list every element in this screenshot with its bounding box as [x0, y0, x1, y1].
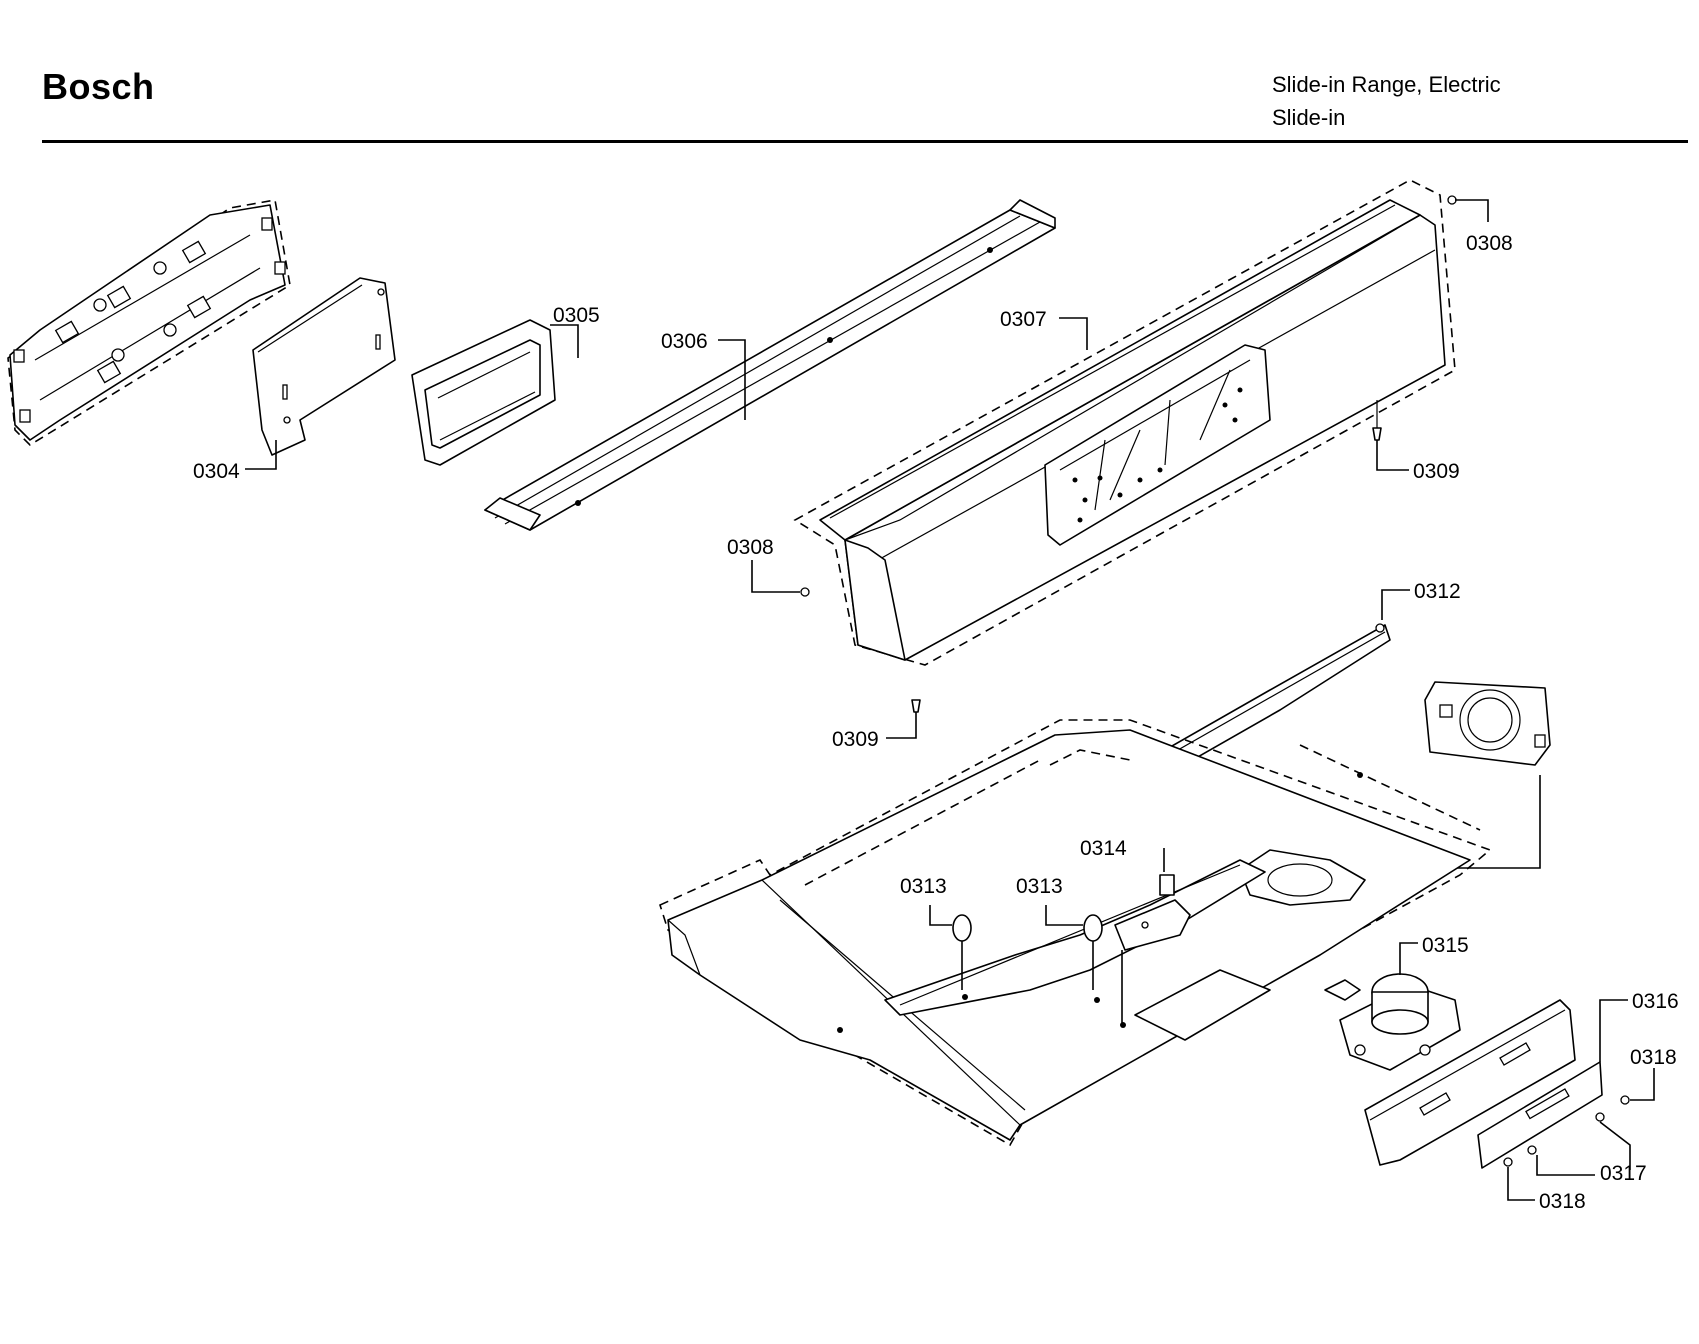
product-description: Slide-in Range, Electric Slide-in: [1272, 68, 1501, 134]
callout-0313-b: 0313: [1016, 875, 1063, 898]
side-bracket-assembly: [7, 199, 291, 447]
callout-0317: 0317: [1600, 1162, 1647, 1185]
part-0307-control-panel: [793, 179, 1456, 666]
callout-0318-top: 0318: [1630, 1046, 1677, 1069]
header-divider: [42, 140, 1688, 143]
callout-0306: 0306: [661, 330, 708, 353]
leader-lines: [245, 199, 1655, 1201]
callout-0312: 0312: [1414, 580, 1461, 603]
callout-0313-a: 0313: [900, 875, 947, 898]
part-0314-thermostat: [1114, 874, 1191, 1025]
callout-0314: 0314: [1080, 837, 1127, 860]
callout-0309-right: 0309: [1413, 460, 1460, 483]
callout-0315: 0315: [1422, 934, 1469, 957]
callout-0318-bottom: 0318: [1539, 1190, 1586, 1213]
product-subtype: Slide-in: [1272, 105, 1346, 130]
main-tray: [659, 719, 1492, 1147]
callout-0316: 0316: [1632, 990, 1679, 1013]
part-0315-motor: [1324, 973, 1461, 1071]
callout-0305: 0305: [553, 304, 600, 327]
part-0306-rail: [484, 199, 1056, 531]
product-type: Slide-in Range, Electric: [1272, 72, 1501, 97]
part-0305-box: [411, 319, 556, 466]
screws: [800, 195, 1457, 713]
callout-0307: 0307: [1000, 308, 1047, 331]
part-0317-0318-screws: [1503, 1095, 1630, 1167]
callout-0308-left: 0308: [727, 536, 774, 559]
callout-0308-top: 0308: [1466, 232, 1513, 255]
callout-0304: 0304: [193, 460, 240, 483]
right-mounting-plate: [1370, 681, 1551, 869]
callout-0309-bottom: 0309: [832, 728, 879, 751]
part-0316-bracket: [1364, 999, 1603, 1169]
part-0304-plate: [252, 277, 396, 456]
callout-labels: 0304 0305 0306 0307 0308 0308 0309 0309 …: [193, 232, 1679, 1213]
brand-title: Bosch: [42, 66, 155, 107]
part-0313-clips: [952, 914, 1103, 990]
